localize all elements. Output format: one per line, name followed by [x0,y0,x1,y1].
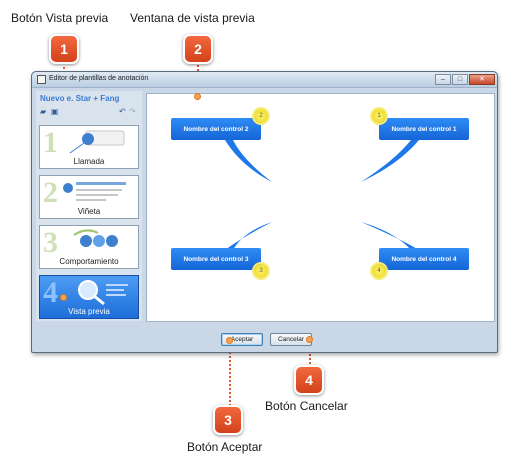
marker-3: 3 [254,264,268,278]
template-name: Nuevo e. Star + Fang [40,94,120,103]
tile-number: 3 [43,226,58,259]
minimize-button[interactable]: – [435,74,451,85]
tile-number: 1 [43,126,58,159]
template-sidebar: Nuevo e. Star + Fang ▰ ▣ ↶ ↷ 1 Llamada 2… [36,91,142,321]
guide-dot-3 [226,337,233,344]
window-title: Editor de plantillas de anotación [49,75,149,82]
marker-4: 4 [372,264,386,278]
close-button[interactable]: ✕ [469,74,495,85]
maximize-button[interactable]: □ [452,74,468,85]
open-folder-icon[interactable]: ▰ [40,107,47,116]
guide-line-4 [309,339,311,367]
tile-number: 2 [43,176,58,209]
tile-bullet[interactable]: 2 Viñeta [39,175,139,219]
title-bar: Editor de plantillas de anotación – □ ✕ [32,72,497,88]
tile-label: Comportamiento [59,257,119,266]
undo-icon[interactable]: ↶ [119,107,126,116]
magnifier-icon [78,280,128,306]
callout-tails [225,140,419,250]
annotation-badge-3: 3 [213,405,243,435]
annotation-badge-4: 4 [294,365,324,395]
annotation-badge-1: 1 [49,34,79,64]
guide-line-3 [229,341,231,406]
tile-callout[interactable]: 1 Llamada [39,125,139,169]
marker-2: 2 [254,109,268,123]
tile-behavior[interactable]: 3 Comportamiento [39,225,139,269]
app-icon [37,75,46,84]
guide-dot-2 [194,93,201,100]
callout-control-4: Nombre del control 4 [379,248,469,270]
callout-control-2: Nombre del control 2 [171,118,261,140]
tile-preview[interactable]: 4 Vista previa [39,275,139,319]
guide-dot-1 [60,294,67,301]
callout-thumbnail-icon [69,130,125,154]
annotation-label-3: Botón Aceptar [187,440,263,454]
tile-number: 4 [43,276,58,309]
annotation-badge-2: 2 [183,34,213,64]
tile-label: Llamada [73,157,105,166]
behavior-thumbnail-icon [73,229,118,247]
annotation-label-2: Ventana de vista previa [130,11,255,25]
guide-dot-4 [306,336,313,343]
tile-label: Vista previa [68,307,110,316]
save-icon[interactable]: ▣ [51,107,59,116]
annotation-label-4: Botón Cancelar [265,399,348,413]
callout-control-1: Nombre del control 1 [379,118,469,140]
tile-label: Viñeta [77,207,101,216]
bullet-thumbnail-icon [63,182,126,201]
callout-control-3: Nombre del control 3 [171,248,261,270]
marker-1: 1 [372,109,386,123]
annotation-label-1: Botón Vista previa [11,11,109,25]
template-editor-window: Editor de plantillas de anotación – □ ✕ … [31,71,498,353]
redo-icon[interactable]: ↷ [129,107,136,116]
preview-pane: Nombre del control 2 2 Nombre del contro… [146,93,495,322]
